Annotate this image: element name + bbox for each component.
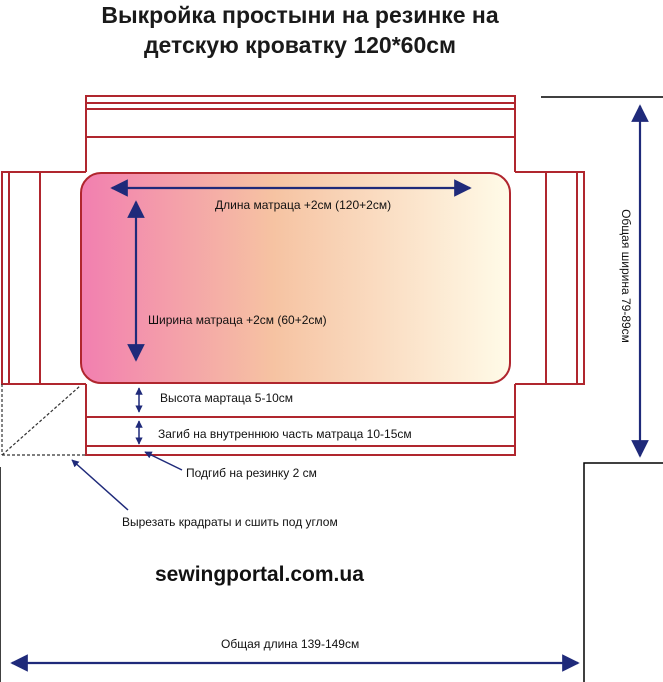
right-flap xyxy=(515,171,585,385)
cut-pointer-arrow xyxy=(71,459,129,511)
title-line-2: детскую кроватку 120*60см xyxy=(143,32,457,58)
total-length-label: Общая длина 139-149см xyxy=(221,637,360,651)
mattress-height-label: Высота мартаца 5-10см xyxy=(160,391,294,405)
overall-frame xyxy=(0,96,663,682)
cut-squares-label: Вырезать крадраты и сшить под углом xyxy=(122,515,338,529)
mattress-width-label: Ширина матраца +2см (60+2см) xyxy=(148,313,327,327)
elastic-pointer-arrow xyxy=(144,451,183,471)
brand-watermark: sewingportal.com.ua xyxy=(155,563,364,586)
title-line-1: Выкройка простыни на резинке на xyxy=(101,2,499,28)
cut-square-corner xyxy=(1,384,86,456)
mattress-length-label: Длина матраца +2см (120+2см) xyxy=(215,198,392,212)
mattress-area xyxy=(80,172,511,384)
left-flap xyxy=(1,171,86,385)
total-width-label: Общая ширина 79-89см xyxy=(619,209,633,343)
bottom-flap xyxy=(85,384,516,456)
top-flap xyxy=(85,95,516,172)
elastic-fold-label: Подгиб на резинку 2 см xyxy=(186,466,317,480)
sheet-outline xyxy=(1,95,585,456)
fold-inside-label: Загиб на внутреннюю часть матраца 10-15с… xyxy=(158,427,412,441)
dimension-arrows xyxy=(10,104,649,672)
